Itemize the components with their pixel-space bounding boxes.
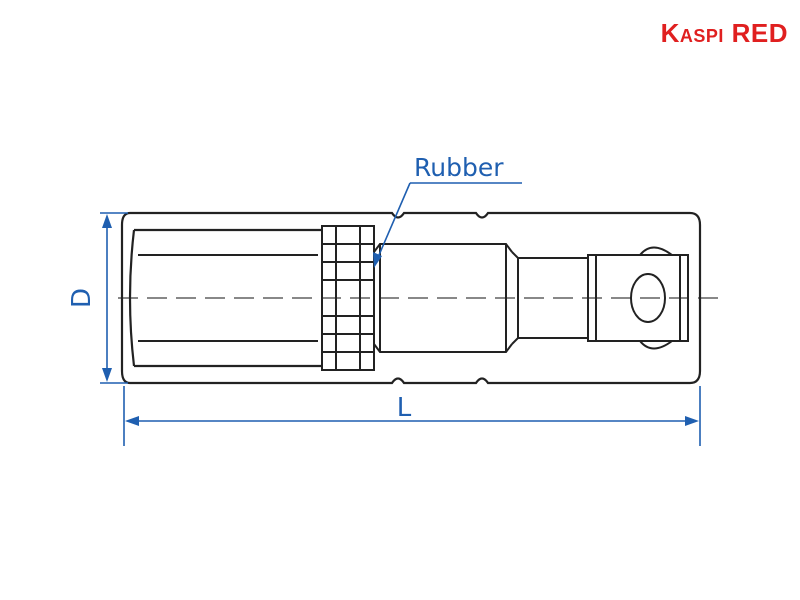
dimension-d <box>100 212 128 384</box>
dimension-l <box>123 386 701 446</box>
dimension-d-label: D <box>67 288 97 308</box>
rubber-callout-label: Rubber <box>414 153 504 182</box>
dimension-l-label: L <box>397 393 412 423</box>
rubber-ring <box>321 225 375 371</box>
socket-body <box>120 211 702 385</box>
square-drive <box>587 246 689 350</box>
middle-shank <box>373 243 513 353</box>
neck <box>511 251 588 345</box>
brand-logo-text: Kaspi RED <box>660 18 788 48</box>
rubber-callout-leader <box>373 182 522 268</box>
brand-logo: Kaspi RED <box>661 18 788 49</box>
detent-hole <box>630 273 666 323</box>
